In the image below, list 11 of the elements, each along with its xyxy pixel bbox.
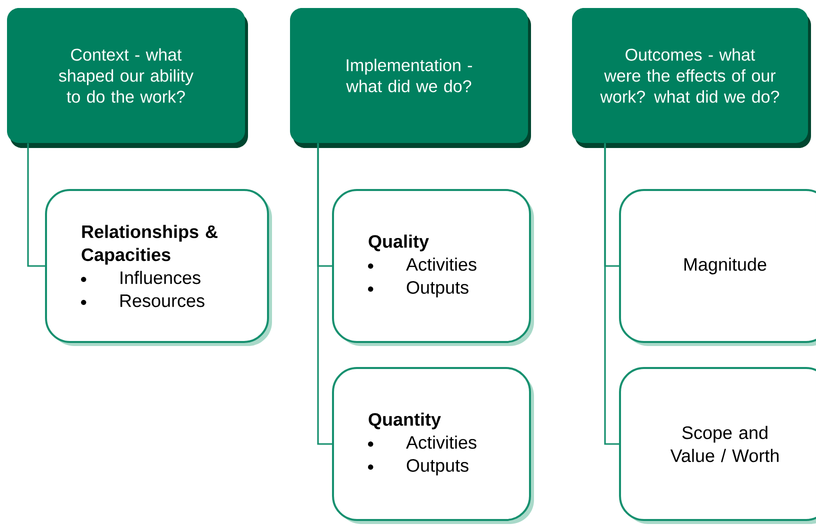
rounded-box: Quantity Activities Outputs	[332, 367, 534, 524]
rounded-box: Quality Activities Outputs	[332, 189, 534, 346]
header-box: Context - what shaped our ability to do the work?	[7, 8, 248, 148]
header-box: Outcomes - what were the effects of our work? what did we do?	[572, 8, 811, 148]
rounded-box: Relationships & Capacities Influences Resources	[45, 189, 272, 346]
connector-line	[604, 143, 619, 445]
connector-line	[317, 143, 332, 445]
header-box: Implementation - what did we do?	[290, 8, 531, 148]
connector-line	[27, 143, 45, 267]
rounded-box: Magnitude	[619, 189, 816, 346]
rounded-box: Scope and Value / Worth	[619, 367, 816, 524]
